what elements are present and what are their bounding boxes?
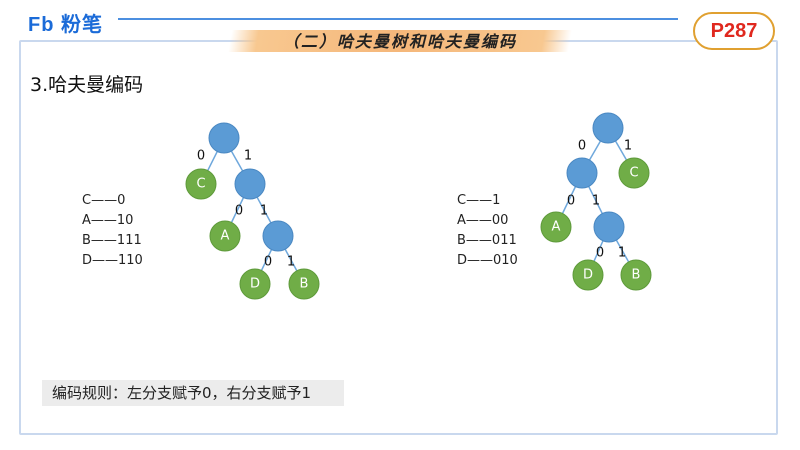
- left-internal-node-2: [262, 220, 294, 252]
- right-leaf-a: [540, 211, 572, 243]
- code-line: B——011: [457, 233, 517, 248]
- code-line: B——111: [82, 233, 142, 248]
- left-edge-label: 1: [260, 204, 268, 219]
- slide-frame: [19, 40, 778, 435]
- right-leaf-d-label: D: [583, 268, 593, 283]
- right-edge-label: 1: [618, 246, 626, 261]
- code-line: C——0: [82, 193, 126, 208]
- left-leaf-d: [239, 268, 271, 300]
- left-leaf-a: [209, 220, 241, 252]
- right-leaf-a-label: A: [552, 220, 561, 235]
- brand-logo: Fb 粉笔: [28, 14, 103, 36]
- left-edge-label: 0: [264, 255, 272, 270]
- right-leaf-c-label: C: [629, 166, 638, 181]
- left-leaf-a-label: A: [221, 229, 230, 244]
- right-root-node: [592, 112, 624, 144]
- right-leaf-d: [572, 259, 604, 291]
- code-line: A——00: [457, 213, 509, 228]
- left-edge-label: 0: [235, 204, 243, 219]
- code-line: C——1: [457, 193, 501, 208]
- header-divider: [118, 18, 678, 20]
- left-code-list: C——0 A——10 B——111 D——110: [82, 191, 143, 271]
- left-leaf-b-label: B: [300, 277, 309, 292]
- code-line: D——010: [457, 253, 518, 268]
- left-leaf-b: [288, 268, 320, 300]
- right-edge-label: 1: [592, 194, 600, 209]
- right-edge-label: 0: [596, 246, 604, 261]
- code-line: A——10: [82, 213, 134, 228]
- right-edge-label: 1: [624, 139, 632, 154]
- left-internal-node-1: [234, 168, 266, 200]
- left-leaf-c-label: C: [196, 177, 205, 192]
- right-code-list: C——1 A——00 B——011 D——010: [457, 191, 518, 271]
- code-line: D——110: [82, 253, 143, 268]
- right-internal-node-2: [593, 211, 625, 243]
- right-leaf-b: [620, 259, 652, 291]
- left-root-node: [208, 122, 240, 154]
- right-edge-label: 0: [567, 194, 575, 209]
- right-leaf-c: [618, 157, 650, 189]
- left-edge-label: 1: [287, 255, 295, 270]
- right-internal-node-1: [566, 157, 598, 189]
- left-edge-label: 1: [244, 149, 252, 164]
- page-number-badge: P287: [693, 12, 775, 50]
- encoding-rule-note: 编码规则：左分支赋予0，右分支赋予1: [42, 380, 344, 406]
- section-heading: 3.哈夫曼编码: [30, 74, 144, 96]
- right-leaf-b-label: B: [632, 268, 641, 283]
- left-leaf-d-label: D: [250, 277, 260, 292]
- right-edge-label: 0: [578, 139, 586, 154]
- left-edge-label: 0: [197, 149, 205, 164]
- slide-title: （二）哈夫曼树和哈夫曼编码: [282, 32, 517, 51]
- left-leaf-c: [185, 168, 217, 200]
